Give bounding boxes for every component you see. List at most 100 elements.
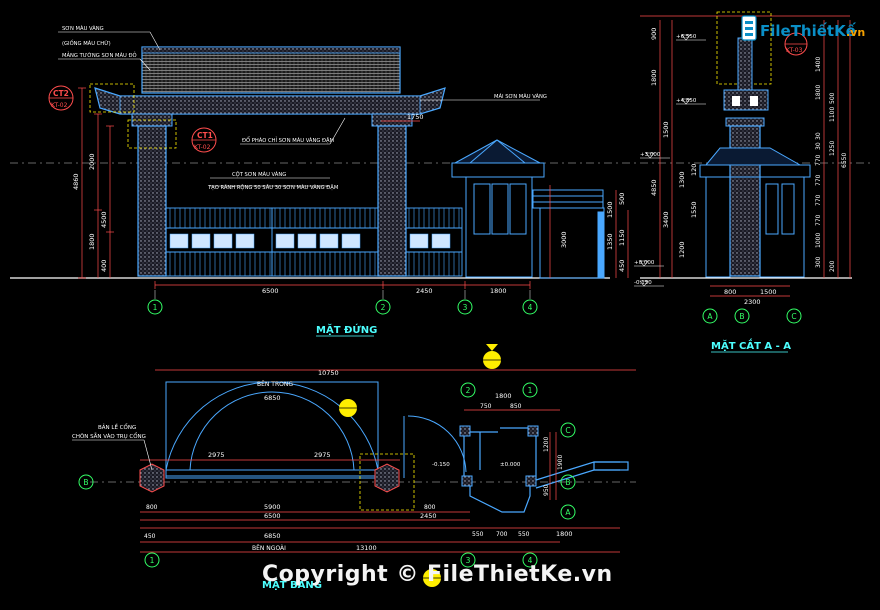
svg-text:C: C — [565, 426, 570, 435]
axis-bubble-front-1: 1 — [147, 299, 163, 315]
plan-label-inside: BÊN TRONG — [257, 380, 293, 388]
axis-bubble-plan-A: A — [560, 504, 576, 520]
dim-4500: 4500 — [100, 211, 108, 228]
column-capital-right — [371, 113, 413, 127]
level-mark: +4.850 — [676, 98, 706, 105]
plan-dim-800b: 800 — [424, 504, 436, 511]
plan-view: 10750 BÊN TRONG 6850 1800 750 850 2975 2… — [72, 344, 636, 591]
plan-gate — [165, 381, 467, 479]
gate-window-panel — [191, 233, 211, 249]
section-dim-right: 770 — [815, 174, 822, 186]
note-paint-yellow-sub: (GIỐNG MÀU CHỮ) — [62, 39, 111, 47]
svg-text:CT1: CT1 — [197, 131, 213, 140]
plan-dim-6850-b: 6850 — [264, 532, 281, 540]
note-texture: TẠO RÃNH RỘNG 50 SÂU 30 SƠN MÀU VÀNG ĐẬM — [207, 184, 338, 191]
plan-label-hinge: BẢN LỀ CỔNG — [98, 423, 136, 431]
plan-dim-2450: 2450 — [420, 512, 437, 520]
axis-bubble-section-B: B — [734, 308, 750, 324]
svg-text:2: 2 — [381, 303, 386, 312]
section-dim-right: 770 — [815, 154, 822, 166]
axis-bubble-front-3: 3 — [457, 299, 473, 315]
dim-6500: 6500 — [262, 287, 279, 295]
svg-text:3: 3 — [463, 303, 468, 312]
gate-window-panel — [169, 233, 189, 249]
axis-bubble-section-A: A — [702, 308, 718, 324]
section-dim-right: 1250 — [829, 141, 836, 156]
dim-4860: 4860 — [72, 173, 80, 190]
sec-dim-1200: 1200 — [678, 241, 686, 258]
svg-text:B: B — [83, 478, 88, 487]
gate-window-panel — [235, 233, 255, 249]
section-marker-mid — [339, 399, 357, 417]
logo-tld: .vn — [846, 26, 865, 39]
callout-ct2: CT2 KT-02 — [48, 83, 135, 113]
section-dim-right: 30 — [815, 142, 822, 150]
dim-500: 500 — [618, 193, 626, 205]
dim-1800: 1800 — [88, 233, 96, 250]
front-elevation: 4860 2000 4500 1800 400 6500 2450 1800 1… — [10, 25, 870, 337]
section-dim-right: 1800 — [815, 85, 822, 100]
axis-bubble-plan-C: C — [560, 422, 576, 438]
dim-1500: 1500 — [606, 201, 614, 218]
column-left — [137, 125, 167, 277]
plan-level-zero: ±0.000 — [500, 462, 521, 468]
sign-board — [141, 46, 401, 94]
axis-bubble-plan-1-top: 1 — [522, 382, 538, 398]
level-mark: +0.000 — [634, 260, 664, 267]
plan-dim-13100: 13100 — [356, 544, 377, 552]
dim-1800-h: 1800 — [490, 287, 507, 295]
section-dim-right: 6550 — [841, 153, 848, 168]
section-dim-right: 770 — [815, 194, 822, 206]
section-dim-right: 300 — [815, 256, 822, 268]
plan-dim-700: 700 — [496, 531, 508, 538]
svg-text:C: C — [791, 312, 796, 321]
svg-text:+6.550: +6.550 — [676, 34, 697, 40]
gate-window-panel — [213, 233, 233, 249]
level-mark: -0.150 — [634, 280, 664, 287]
plan-column-left — [139, 463, 165, 493]
plan-dim-750: 750 — [480, 403, 492, 410]
callout-kt03: KT-03 — [784, 32, 808, 56]
plan-dim-850: 850 — [510, 403, 522, 410]
plan-dim-450: 450 — [144, 533, 156, 540]
svg-text:-0.150: -0.150 — [634, 280, 652, 286]
sec-dim-1500: 1500 — [662, 121, 670, 138]
dim-2000: 2000 — [88, 153, 96, 170]
svg-text:+4.850: +4.850 — [676, 98, 697, 104]
plan-dim-2975b: 2975 — [314, 451, 331, 459]
section-dim-right: 30 — [815, 132, 822, 140]
dim-2450: 2450 — [416, 287, 433, 295]
section-marker-top — [483, 344, 501, 369]
plan-dim-1800-top: 1800 — [495, 392, 512, 400]
level-mark: +3.000 — [640, 152, 670, 159]
plan-dim-800: 800 — [146, 504, 158, 511]
svg-text:1: 1 — [153, 303, 158, 312]
sec-dim-800: 800 — [724, 288, 736, 296]
section-marker-bottom — [423, 569, 441, 587]
sec-dim-1800: 1800 — [650, 69, 658, 86]
axis-bubble-plan-4: 4 — [522, 552, 538, 568]
axis-bubble-plan-2-top: 2 — [460, 382, 476, 398]
gate-window-panel — [275, 233, 295, 249]
svg-text:KT-03: KT-03 — [786, 47, 803, 54]
svg-text:1: 1 — [150, 556, 155, 565]
svg-text:A: A — [565, 508, 571, 517]
sec-dim-1500-b: 1500 — [760, 288, 777, 296]
section-dims — [659, 20, 851, 297]
plan-dim-6500: 6500 — [264, 512, 281, 520]
dim-3000: 3000 — [560, 231, 568, 248]
dim-400: 400 — [100, 260, 108, 272]
svg-text:+3.000: +3.000 — [640, 152, 661, 158]
section-dim-right: 1100 — [829, 107, 836, 122]
plan-label-outside: BÊN NGOÀI — [252, 544, 286, 552]
svg-text:CT2: CT2 — [53, 89, 69, 98]
guard-booth — [451, 139, 605, 279]
sec-dim-900: 900 — [650, 28, 658, 40]
axis-bubble-front-2: 2 — [375, 299, 391, 315]
section-dim-right: 500 — [829, 92, 836, 104]
filethietke-logo: FileThiếtKế .vn — [738, 12, 874, 46]
dim-1150: 1150 — [618, 229, 626, 246]
section-dim-right: 1000 — [815, 233, 822, 248]
title-plan-view: MẶT BẰNG — [262, 576, 322, 591]
